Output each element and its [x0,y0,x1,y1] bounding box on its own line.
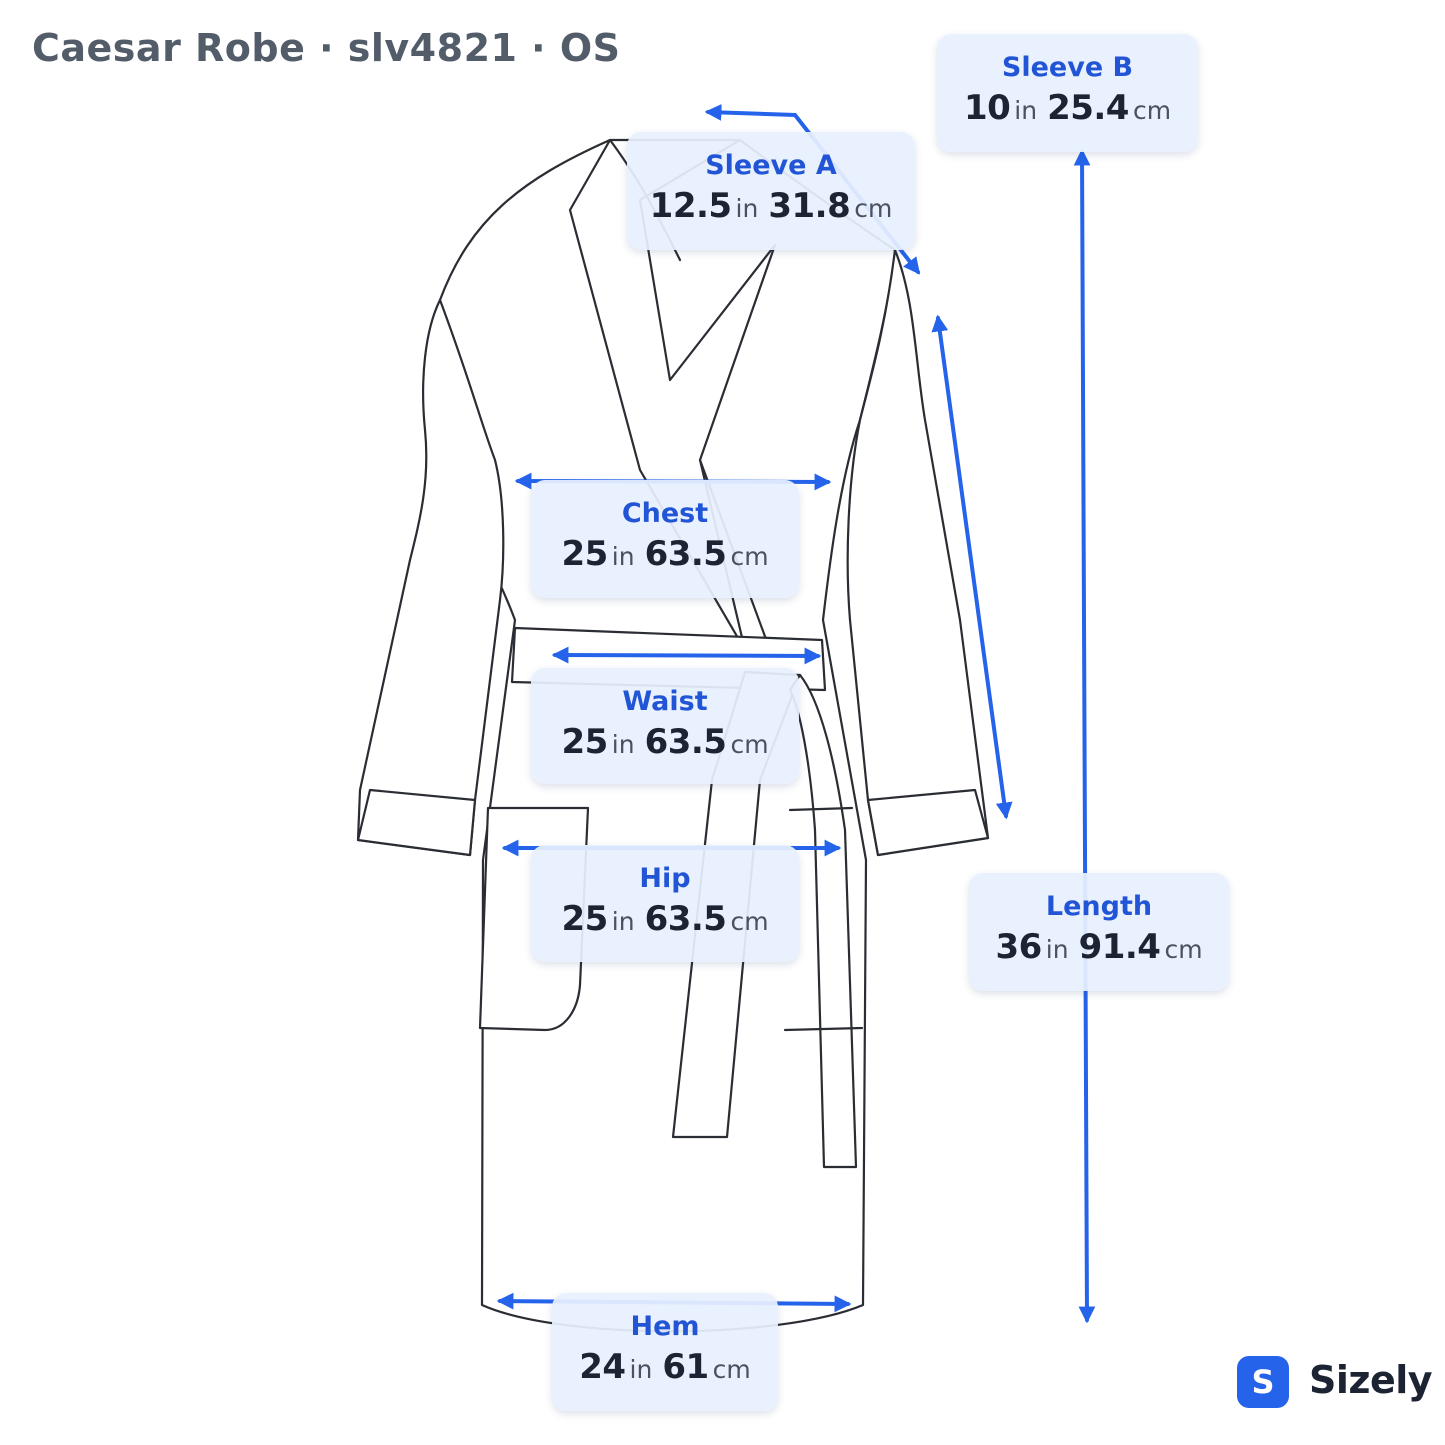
page-title: Caesar Robe · slv4821 · OS [32,26,621,70]
waist-arrow [551,646,822,665]
measurement-name: Hip [639,863,691,894]
left-cuff [356,788,477,857]
sizely-s-icon: S [1237,1356,1289,1408]
measurement-name: Length [1045,891,1153,922]
right-pocket [783,806,864,1032]
sleeve-b-arrow [931,314,1013,820]
right-cuff [866,788,990,857]
measurement-name: Sleeve B [1001,52,1134,83]
measurement-name: Waist [622,686,708,717]
brand-name: Sizely [1309,1358,1433,1402]
measurement-name: Sleeve A [705,150,837,181]
length-arrow [1073,148,1096,1324]
measurement-name: Chest [621,498,709,529]
measurement-name: Hem [630,1311,700,1342]
